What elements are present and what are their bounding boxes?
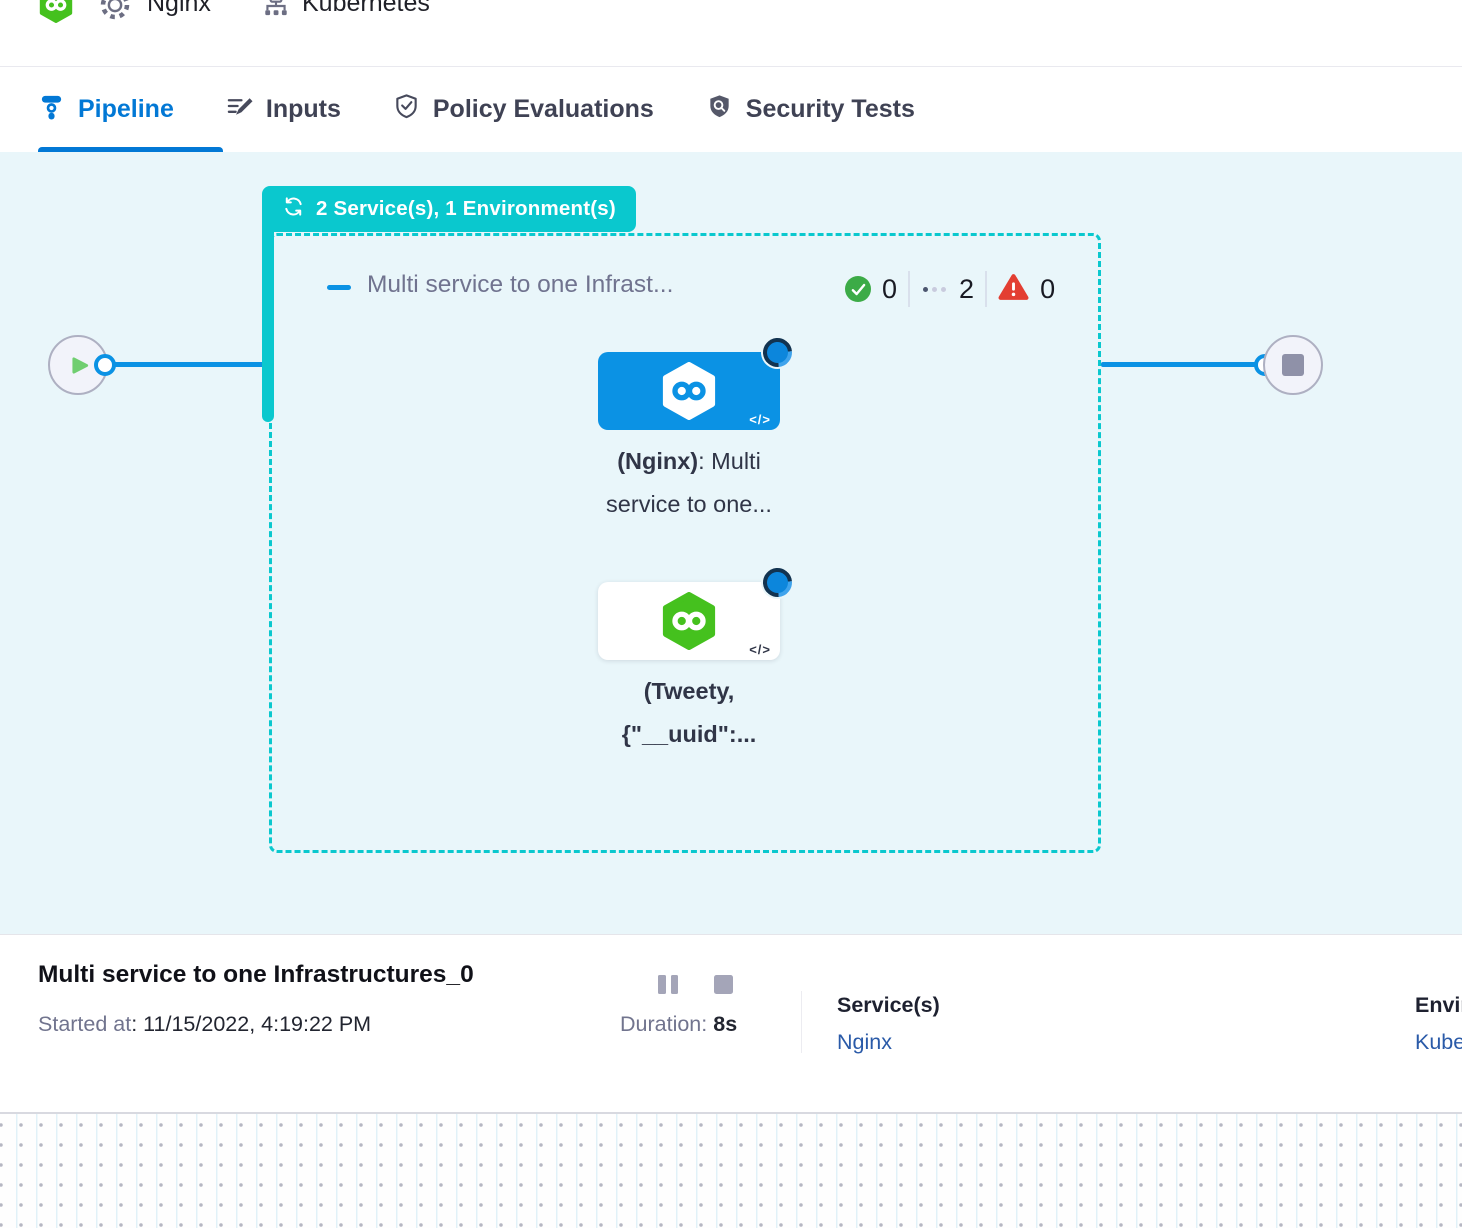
services-label: Service(s) xyxy=(837,993,940,1017)
execution-tab-bar: Pipeline Inputs Policy Evaluations xyxy=(0,66,1462,152)
tab-security-tests[interactable]: Security Tests xyxy=(706,93,915,127)
counter-divider xyxy=(985,271,988,307)
code-icon: </> xyxy=(749,412,771,427)
active-tab-underline xyxy=(38,147,223,152)
started-at-value: : 11/15/2022, 4:19:22 PM xyxy=(131,1012,372,1036)
pipeline-start-node[interactable] xyxy=(48,335,108,395)
environments-label: Environment(s) xyxy=(1415,993,1462,1017)
loop-icon xyxy=(282,195,305,224)
stage-status-counters: 0 2 0 xyxy=(845,268,1055,310)
duration: Duration: 8s xyxy=(620,1012,737,1037)
started-at-label: Started at xyxy=(38,1012,132,1036)
tab-inputs-label: Inputs xyxy=(265,95,341,123)
stage-group-boundary[interactable] xyxy=(269,233,1101,853)
start-connector-dot[interactable] xyxy=(94,354,116,376)
execution-title: Multi service to one Infrastructures_0 xyxy=(38,961,474,988)
stop-button[interactable] xyxy=(714,975,733,994)
failed-count: 0 xyxy=(1040,273,1056,304)
stage-group-badge-label: 2 Service(s), 1 Environment(s) xyxy=(316,197,616,220)
shield-scan-icon xyxy=(706,93,733,127)
pipeline-canvas[interactable]: 2 Service(s), 1 Environment(s) Multi ser… xyxy=(0,152,1462,934)
shield-check-icon xyxy=(393,93,420,127)
counter-divider xyxy=(908,271,911,307)
success-count: 0 xyxy=(882,273,898,304)
header-environment-name: Kubernetes xyxy=(302,0,430,17)
tab-inputs[interactable]: Inputs xyxy=(226,93,341,127)
play-icon xyxy=(71,356,88,374)
service-node-nginx[interactable]: </> xyxy=(598,352,780,430)
running-count: 2 xyxy=(959,273,975,304)
collapse-stage-icon[interactable] xyxy=(327,285,351,290)
warning-triangle-icon xyxy=(998,273,1029,306)
node-label-tweety: (Tweety, {"__uuid":... xyxy=(621,678,757,747)
edge-start-to-stage xyxy=(104,362,266,367)
harness-service-icon xyxy=(38,0,74,28)
inputs-icon xyxy=(226,93,253,127)
kubernetes-icon xyxy=(261,0,291,26)
stop-square-icon xyxy=(1282,354,1304,376)
console-grid-panel[interactable] xyxy=(0,1112,1462,1228)
service-node-tweety[interactable]: </> xyxy=(598,582,780,660)
services-link[interactable]: Nginx xyxy=(837,1030,892,1054)
execution-header: Nginx Kubernetes xyxy=(0,0,1462,66)
code-icon: </> xyxy=(749,642,771,657)
environments-link[interactable]: Kubernetes xyxy=(1415,1030,1462,1054)
duration-value: 8s xyxy=(713,1012,738,1036)
edge-stage-to-end xyxy=(1101,362,1264,367)
pipeline-end-node[interactable] xyxy=(1263,335,1323,395)
tab-pipeline[interactable]: Pipeline xyxy=(38,93,174,127)
tab-policy-evaluations[interactable]: Policy Evaluations xyxy=(393,93,654,127)
gear-icon xyxy=(99,0,131,26)
header-service-name: Nginx xyxy=(147,0,211,17)
pipeline-icon xyxy=(38,93,65,127)
harness-logo-icon xyxy=(662,362,716,420)
running-dots-icon xyxy=(923,286,947,292)
tab-pipeline-label: Pipeline xyxy=(78,95,174,123)
execution-summary-bar: Multi service to one Infrastructures_0 S… xyxy=(0,934,1462,1112)
node-label-nginx: (Nginx): Multi service to one... xyxy=(606,448,772,517)
stage-group-badge[interactable]: 2 Service(s), 1 Environment(s) xyxy=(262,186,636,232)
tab-security-tests-label: Security Tests xyxy=(745,95,915,123)
tab-policy-evaluations-label: Policy Evaluations xyxy=(432,95,654,123)
stage-title: Multi service to one Infrast... xyxy=(367,271,674,298)
started-at: Started at: 11/15/2022, 4:19:22 PM xyxy=(38,1012,371,1037)
duration-label: Duration: xyxy=(620,1012,708,1036)
footer-column-divider xyxy=(801,991,802,1053)
success-check-icon xyxy=(845,276,871,302)
pause-button[interactable] xyxy=(658,975,678,994)
harness-logo-icon xyxy=(662,592,716,650)
